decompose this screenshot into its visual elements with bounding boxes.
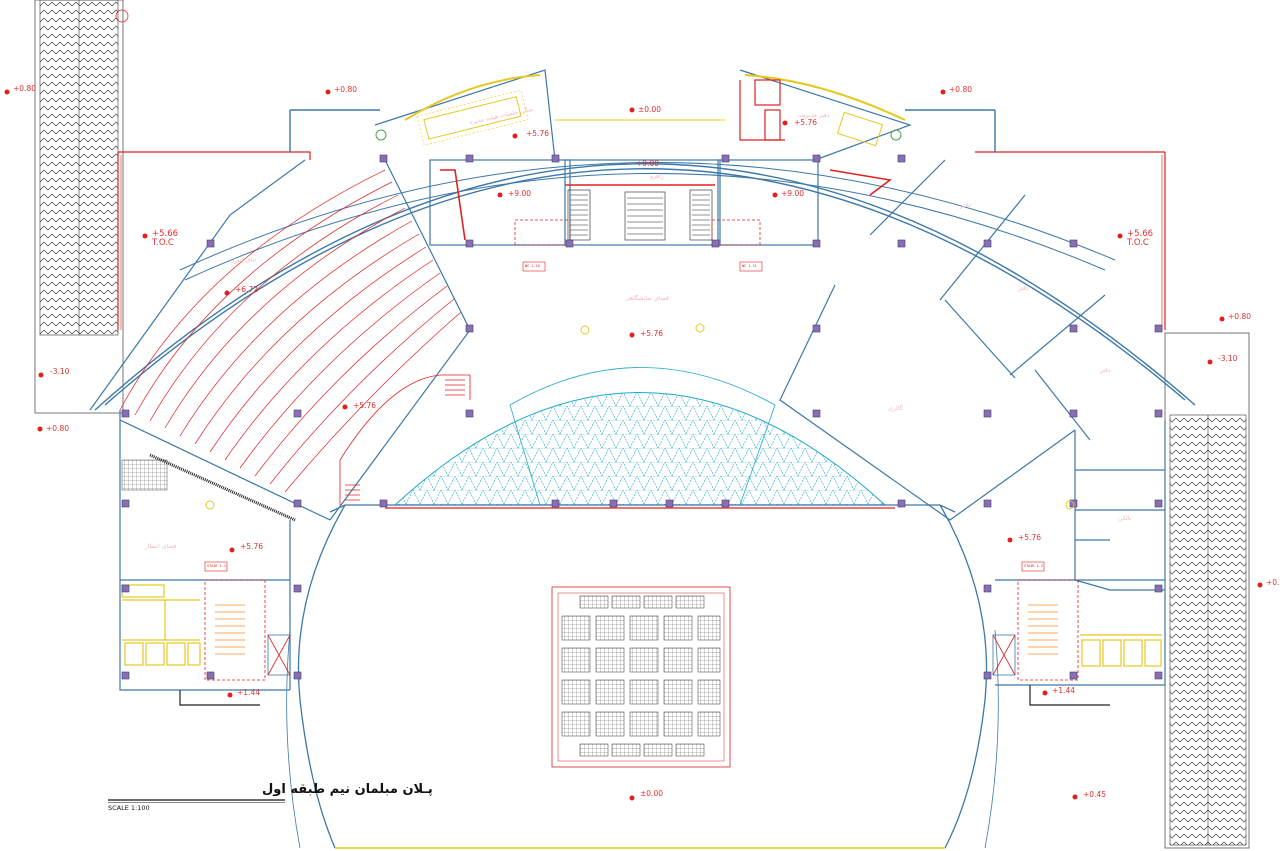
level-west-hall: +5.76 — [240, 542, 263, 551]
level-toc-left-sub: T.O.C — [151, 238, 174, 248]
drawing-title: پـلان مبلمان نیم طبقه اول — [262, 782, 433, 797]
level-lobby: +5.76 — [640, 329, 663, 338]
ceiling-lights — [205, 323, 1075, 510]
tag-boxes — [204, 261, 1045, 572]
level-basement-left: -3.10 — [50, 367, 70, 376]
east-offices — [779, 159, 1165, 591]
lobby-stair — [339, 374, 471, 505]
right-parking-strip — [1164, 332, 1250, 849]
room-label-west-hall: فضای انتظار — [144, 543, 176, 550]
room-label-east-gallery: بالکن — [1118, 515, 1132, 522]
east-waiting-seats — [1080, 634, 1162, 667]
room-label-lobby: فضای نمایشگاهی — [625, 294, 669, 302]
level-right-far: +0.80 — [1266, 578, 1280, 587]
level-markers — [4, 89, 1263, 801]
drawing-scale: SCALE 1:100 — [108, 804, 150, 812]
upper-core — [374, 69, 912, 246]
level-east-hall: +5.76 — [1018, 533, 1041, 542]
tag-wc-right: WC 1.11 — [742, 264, 757, 268]
core-stairs — [570, 194, 710, 236]
tag-stair-left: STAIR 1.1 — [207, 564, 226, 568]
level-east-floor: +0.45 — [1083, 790, 1106, 799]
east-stair — [992, 579, 1079, 681]
level-auditorium: +6.72 — [235, 285, 258, 294]
east-wing — [995, 420, 1166, 706]
room-label-auditorium-entry: اتاق کنترل — [230, 257, 256, 264]
tag-stair-right: STAIR 1.2 — [1024, 564, 1043, 568]
level-top-left: +0.80 — [13, 84, 36, 93]
office-desk-right — [739, 79, 785, 141]
level-toc-right: +5.66 — [1127, 229, 1153, 239]
level-basement-right: -3.10 — [1218, 354, 1238, 363]
meeting-table-right — [836, 111, 884, 147]
level-right-mid: +0.80 — [1228, 312, 1251, 321]
level-meeting-left: +5.76 — [526, 129, 549, 138]
plant-icon — [890, 129, 902, 141]
level-dome-left: +5.76 — [353, 401, 376, 410]
level-toc-left: +5.66 — [152, 229, 178, 239]
room-label-upper-corr: راهرو — [649, 173, 664, 180]
curved-wing — [94, 109, 1196, 411]
level-upper-left: +9.00 — [508, 189, 531, 198]
level-top-right: +0.80 — [949, 85, 972, 94]
west-waiting-seats — [121, 584, 201, 666]
level-meeting-right: +5.76 — [794, 118, 817, 127]
west-stair — [204, 579, 291, 681]
room-label-meeting-left: سالن جلسات هیئت مدیره — [469, 106, 534, 126]
tag-wc-left: WC 1.10 — [525, 264, 540, 268]
level-hall-floor: ±0.00 — [640, 789, 663, 798]
level-top-left-inner: +0.80 — [334, 85, 357, 94]
room-label-office-3: دفتر — [1099, 367, 1111, 374]
level-toc-right-sub: T.O.C — [1126, 238, 1149, 248]
plant-icon — [375, 129, 387, 141]
main-hall — [286, 504, 999, 849]
room-label-meeting-right: دفتر مدیریت — [798, 112, 830, 119]
room-label-gallery: گالری — [888, 404, 903, 412]
survey-marker-icon — [115, 9, 129, 23]
roof-outline — [117, 151, 1166, 330]
level-left-mid: +0.80 — [46, 424, 69, 433]
columns — [121, 154, 1163, 680]
left-parking-strip — [34, 0, 129, 414]
hall-seating-block — [551, 586, 731, 768]
level-upper-right: +9.00 — [781, 189, 804, 198]
level-stair-left: +1.44 — [237, 688, 260, 697]
level-stair-right: +1.44 — [1052, 686, 1075, 695]
room-label-office-1: دفتر — [959, 202, 971, 209]
room-label-office-2: دفتر — [1017, 285, 1029, 292]
auditorium-seating — [119, 169, 462, 493]
level-top-center: ±0.00 — [638, 105, 661, 114]
dome-skylight — [385, 367, 895, 509]
level-corridor: +9.00 — [636, 159, 659, 168]
